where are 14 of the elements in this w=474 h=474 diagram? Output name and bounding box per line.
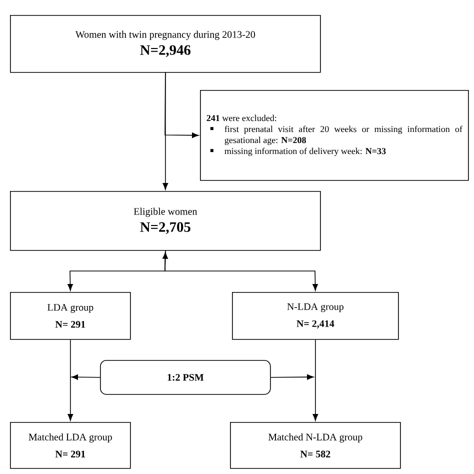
rounded-box: 1:2 PSM [100, 360, 271, 395]
arrow [164, 72, 199, 138]
flow-box: LDA group N= 291 [10, 292, 131, 340]
exclusion-box: 241 were excluded: first prenatal visit after 20 weeks or missing information of gesational age: N=208 missing information of delivery week: N=33 [200, 90, 469, 181]
flow-box: Women with twin pregnancy during 2013-20 N=2,946 [10, 15, 321, 73]
flow-box: Matched N-LDA group N= 582 [230, 422, 401, 469]
arrow [164, 250, 318, 291]
arrow [71, 374, 100, 380]
arrow [312, 339, 318, 421]
arrow [68, 339, 74, 421]
flow-box: N-LDA group N= 2,414 [232, 292, 399, 340]
arrow [270, 374, 314, 380]
flow-box: Matched LDA group N= 291 [10, 422, 131, 469]
flow-box: Eligible women N=2,705 [10, 191, 321, 251]
